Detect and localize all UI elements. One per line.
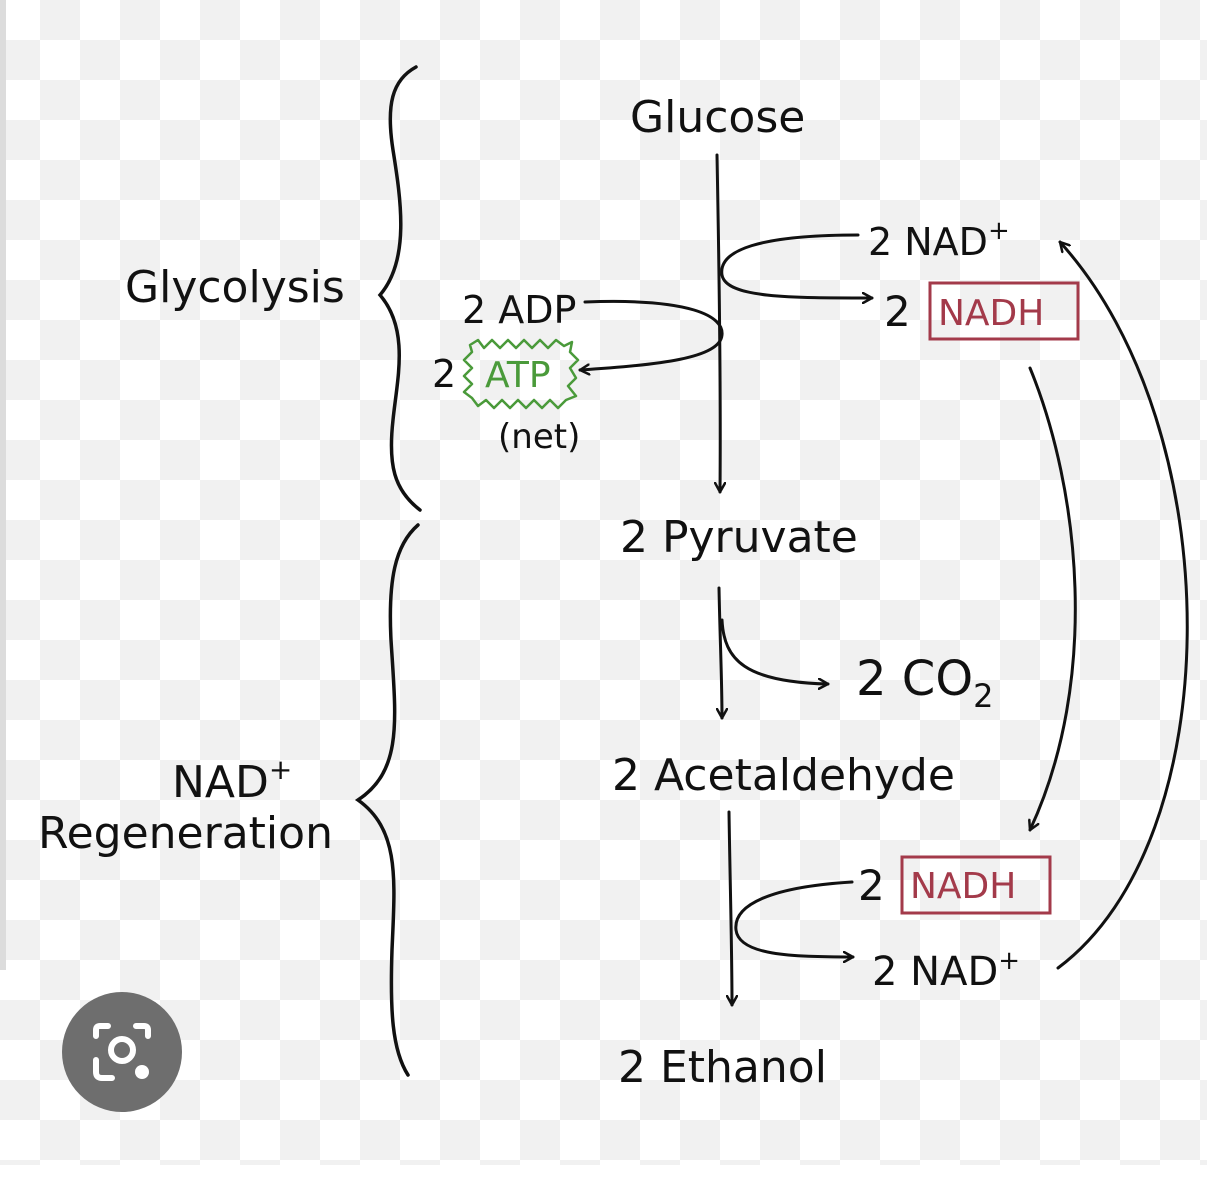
nadh-output-label: NADH: [938, 293, 1044, 334]
nadh-input-count-label: 2: [858, 861, 885, 910]
arrow-nadh-recycle-down: [1030, 366, 1077, 832]
pyruvate-label: 2 Pyruvate: [620, 512, 858, 563]
adp-label: 2 ADP: [462, 288, 576, 332]
glucose-label: Glucose: [630, 92, 805, 143]
arrow-pyruvate-to-acetaldehyde: [719, 586, 722, 720]
co2-subscript: 2: [973, 677, 993, 715]
nad-output-text: 2 NAD: [872, 949, 998, 995]
arrow-pyruvate-release-co2: [720, 618, 830, 684]
nadh-output-count-label: 2: [884, 287, 911, 336]
arrow-nad-to-nadh-glycolysis: [720, 233, 874, 298]
nad-regeneration-label-line2: Regeneration: [38, 808, 333, 859]
net-label: (net): [498, 417, 580, 457]
nadh-box-glycolysis: [928, 281, 1080, 341]
nad-output-superscript: +: [998, 946, 1020, 976]
arrow-acetaldehyde-to-ethanol: [729, 810, 732, 1007]
nadh-box-regeneration: [900, 855, 1052, 915]
bottom-edge-strip: [0, 1165, 1207, 1200]
glycolysis-label: Glycolysis: [125, 262, 345, 313]
nad-input-superscript: +: [988, 216, 1010, 246]
lens-search-button[interactable]: [62, 992, 182, 1112]
camera-search-icon: [93, 1023, 151, 1081]
arrow-glucose-to-pyruvate: [717, 153, 720, 494]
co2-label: 2 CO2: [856, 651, 993, 715]
arrow-nadh-to-nad-regeneration: [734, 880, 855, 957]
co2-text: 2 CO: [856, 651, 973, 707]
atp-starburst: [462, 338, 580, 410]
arrow-nad-recycle-up: [1056, 240, 1189, 970]
nad-input-label: 2 NAD+: [868, 216, 1010, 264]
nad-regeneration-label-line1: NAD+: [172, 753, 292, 808]
atp-count-label: 2: [432, 352, 456, 396]
nad-regeneration-nad-text: NAD: [172, 757, 269, 808]
arrow-adp-to-atp: [578, 299, 724, 370]
nadh-input-label: NADH: [910, 866, 1016, 907]
acetaldehyde-label: 2 Acetaldehyde: [612, 750, 955, 801]
atp-label: ATP: [485, 355, 551, 396]
nad-regeneration-superscript: +: [269, 753, 292, 786]
glycolysis-brace: [377, 65, 422, 512]
nad-regeneration-brace: [354, 523, 420, 1077]
ethanol-label: 2 Ethanol: [618, 1042, 827, 1093]
nad-input-text: 2 NAD: [868, 220, 988, 264]
left-edge-strip: [0, 0, 6, 970]
nad-output-label: 2 NAD+: [872, 946, 1020, 995]
